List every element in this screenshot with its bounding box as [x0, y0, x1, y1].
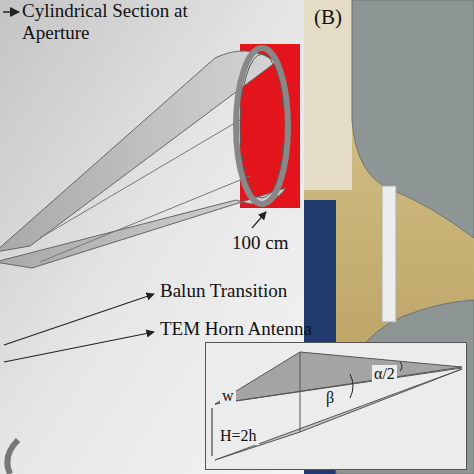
photo-wall [304, 0, 352, 190]
leader-line [252, 212, 266, 228]
balun-edge [40, 120, 250, 262]
label: (B) [314, 6, 342, 28]
angle-arc [350, 362, 402, 398]
leader-line [4, 294, 154, 345]
inset-ground [205, 342, 467, 470]
pointer-arrow [3, 11, 19, 13]
label: Balun Transition [160, 280, 287, 302]
cylindrical-section [236, 48, 288, 204]
dimension-label: w [220, 387, 236, 405]
inset-plate [215, 352, 462, 404]
leader-line [4, 332, 154, 362]
inset-plate [215, 369, 462, 460]
dimension-label: H=2h [218, 427, 259, 445]
antenna-shell [352, 0, 474, 238]
dimension-line [212, 408, 213, 456]
label: TEM Horn Antenna [160, 318, 312, 340]
horn-plate [0, 188, 286, 268]
label: Cylindrical Section at Aperture [22, 0, 227, 44]
dimension-label: β [324, 389, 336, 407]
support-tube [382, 186, 396, 322]
inset-edge [215, 352, 462, 432]
dimension-label: α/2 [372, 365, 397, 383]
horn-fragment [7, 440, 18, 474]
cylindrical-section [240, 54, 284, 198]
label: 100 cm [232, 232, 288, 254]
inset-box: w α/2 βH=2h [205, 342, 467, 470]
